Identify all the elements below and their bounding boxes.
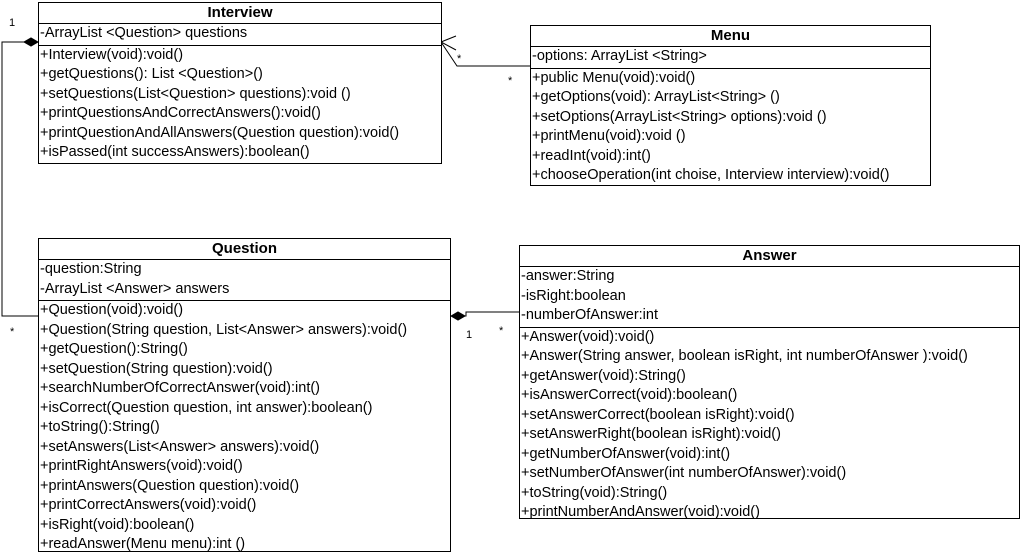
question-answer-multiplicity-one: 1 — [466, 329, 473, 341]
method: +setQuestions(List<Question> questions):… — [40, 85, 351, 102]
method: +getQuestion():String() — [40, 341, 188, 357]
method: +isCorrect(Question question, int answer… — [40, 399, 373, 416]
menu-attributes: -options: ArrayList <String> — [531, 47, 930, 69]
attribute: -question:String — [40, 261, 142, 277]
method: +toString():String() — [40, 419, 160, 435]
answer-multiplicity: * — [499, 325, 504, 337]
method: +printQuestionAndAllAnswers(Question que… — [40, 124, 400, 141]
method: +setQuestion(String question):void() — [40, 360, 273, 377]
question-composition-diamond — [449, 311, 467, 321]
method: +setAnswerCorrect(boolean isRight):void(… — [521, 406, 795, 423]
menu-class: Menu -options: ArrayList <String> +publi… — [530, 25, 931, 186]
method: +getNumberOfAnswer(void):int() — [521, 445, 731, 462]
interview-composition-diamond — [22, 37, 40, 47]
method: +setAnswers(List<Answer> answers):void() — [40, 438, 320, 455]
interview-attributes: -ArrayList <Question> questions — [39, 24, 441, 46]
method: +searchNumberOfCorrectAnswer(void):int() — [40, 380, 321, 396]
method: +Question(void):void() — [40, 302, 184, 318]
attribute: -answer:String — [521, 268, 615, 284]
method: +Answer(String answer, boolean isRight, … — [521, 348, 968, 364]
menu-methods: +public Menu(void):void() +getOptions(vo… — [531, 69, 930, 187]
question-multiplicity: * — [10, 326, 15, 338]
method: +setNumberOfAnswer(int numberOfAnswer):v… — [521, 465, 847, 481]
question-attributes: -question:String -ArrayList <Answer> ans… — [39, 260, 450, 301]
method: +setOptions(ArrayList<String> options):v… — [532, 108, 827, 125]
answer-class-name: Answer — [520, 246, 1019, 267]
method: +setAnswerRight(boolean isRight):void() — [521, 426, 781, 442]
menu-class-name: Menu — [531, 26, 930, 47]
method: +isAnswerCorrect(void):boolean() — [521, 387, 738, 403]
method: +isRight(void):boolean() — [40, 516, 195, 533]
menu-multiplicity: * — [508, 75, 513, 87]
attribute: -numberOfAnswer:int — [521, 307, 658, 323]
method: +getQuestions(): List <Question>() — [40, 66, 263, 82]
interview-multiplicity: 1 — [9, 17, 16, 29]
method: +readAnswer(Menu menu):int () — [40, 536, 246, 552]
interview-class-name: Interview — [39, 3, 441, 24]
method: +chooseOperation(int choise, Interview i… — [532, 167, 890, 183]
question-class-name: Question — [39, 239, 450, 260]
attribute: -isRight:boolean — [521, 287, 626, 304]
method: +printCorrectAnswers(void):void() — [40, 497, 257, 513]
question-class: Question -question:String -ArrayList <An… — [38, 238, 451, 552]
method: +printMenu(void):void () — [532, 128, 686, 144]
interview-methods: +Interview(void):void() +getQuestions():… — [39, 46, 441, 164]
method: +printAnswers(Question question):void() — [40, 477, 300, 494]
attribute: -ArrayList <Answer> answers — [40, 280, 230, 297]
answer-methods: +Answer(void):void() +Answer(String answ… — [520, 328, 1019, 524]
menu-interview-arrowhead — [439, 35, 457, 51]
method: +printRightAnswers(void):void() — [40, 458, 243, 474]
menu-interview-dependency-line — [440, 41, 530, 67]
method: +isPassed(int successAnswers):boolean() — [40, 144, 310, 160]
method: +Interview(void):void() — [40, 46, 184, 63]
interview-class: Interview -ArrayList <Question> question… — [38, 2, 442, 164]
answer-attributes: -answer:String -isRight:boolean -numberO… — [520, 267, 1019, 328]
method: +getOptions(void): ArrayList<String> () — [532, 89, 780, 105]
attribute: -ArrayList <Question> questions — [40, 25, 248, 41]
method: +printQuestionsAndCorrectAnswers():void(… — [40, 105, 321, 121]
method: +Answer(void):void() — [521, 328, 655, 345]
interview-question-composition-line — [1, 41, 38, 317]
method: +public Menu(void):void() — [532, 69, 696, 86]
method: +printNumberAndAnswer(void):void() — [521, 504, 760, 520]
dependency-arrow-multiplicity: * — [457, 53, 462, 65]
method: +getAnswer(void):String() — [521, 367, 686, 384]
question-methods: +Question(void):void() +Question(String … — [39, 301, 450, 556]
method: +readInt(void):int() — [532, 147, 651, 164]
answer-class: Answer -answer:String -isRight:boolean -… — [519, 245, 1020, 520]
method: +toString(void):String() — [521, 484, 668, 501]
method: +Question(String question, List<Answer> … — [40, 321, 408, 338]
attribute: -options: ArrayList <String> — [532, 48, 707, 64]
